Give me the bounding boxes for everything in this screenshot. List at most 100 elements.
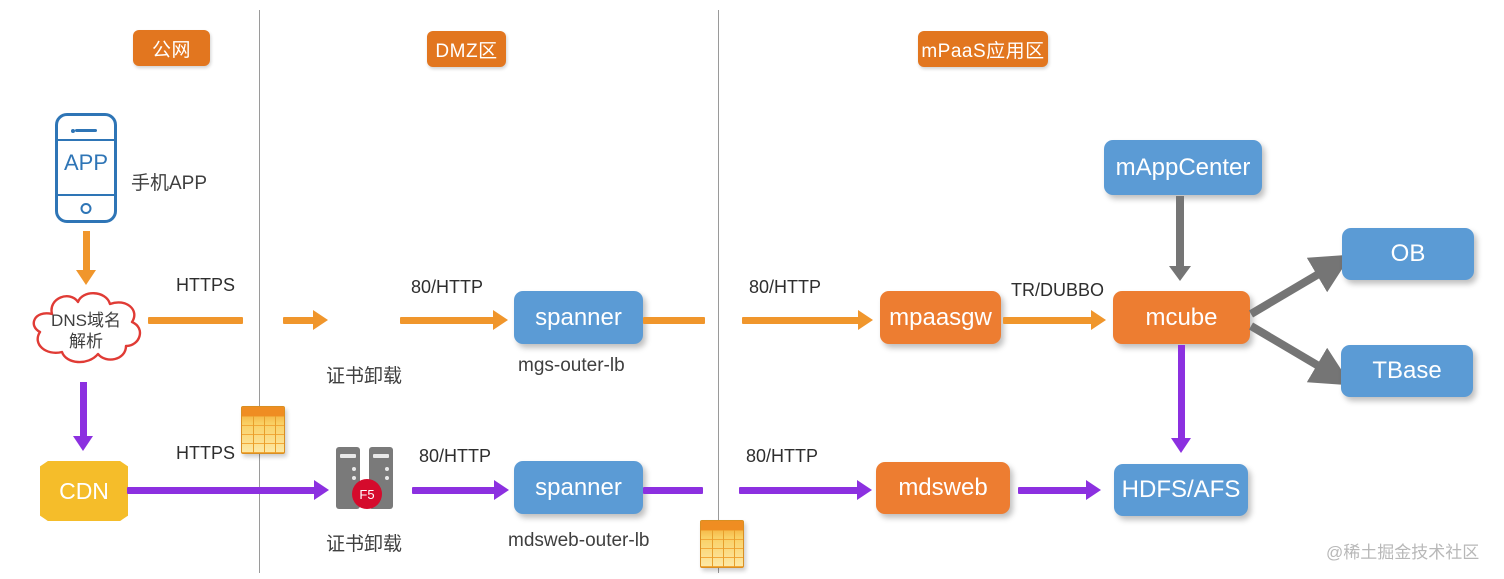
arrow-mcube-to-ob <box>1248 254 1352 318</box>
arrow-mpaasgw-to-mcube <box>1003 317 1093 324</box>
arrow-mpaasgw-to-mcube-head <box>1091 310 1106 330</box>
firewall-icon-top-dmz <box>700 520 744 568</box>
f5-caption-top: 证书卸载 <box>326 366 403 387</box>
spanner-node-top-label: spanner <box>535 303 622 331</box>
spanner-node-bottom-label: spanner <box>535 473 622 501</box>
tbase-node-label: TBase <box>1372 357 1442 384</box>
arrow-mcube-to-hdfs-head <box>1171 438 1191 453</box>
phone-caption: 手机APP <box>131 173 208 194</box>
zone-divider-dmz-mpaas <box>718 10 719 573</box>
zone-badge-public-net: 公网 <box>133 30 210 66</box>
arrow-spanner-to-firewall-top <box>643 317 705 324</box>
zone-badge-mpaas-app: mPaaS应用区 <box>918 31 1048 67</box>
arrow-mdsweb-to-hdfs-head <box>1086 480 1101 500</box>
arrow-mcube-to-hdfs <box>1178 345 1185 440</box>
spanner-caption-bottom: mdsweb-outer-lb <box>508 530 650 551</box>
arrow-dns-to-cdn <box>80 382 87 438</box>
mcube-node-label: mcube <box>1145 303 1218 331</box>
tbase-node: TBase <box>1341 345 1473 397</box>
server-led <box>385 476 389 480</box>
firewall-brick-line <box>264 416 265 453</box>
zone-badge-public-net-label: 公网 <box>151 39 191 61</box>
arrow-spanner-to-firewall-bottom <box>643 487 703 494</box>
firewall-brick-line <box>712 530 713 567</box>
arrow-firewall-to-mpaasgw <box>742 317 860 324</box>
edge-label-tr-dubbo: TR/DUBBO <box>1011 280 1105 300</box>
arrow-firewall-to-f5-top <box>283 317 315 324</box>
arrow-cdn-to-f5-bottom <box>127 487 317 494</box>
f5-badge-icon: F5 <box>352 479 382 509</box>
firewall-brick-line <box>723 530 724 567</box>
firewall-brick-line <box>734 530 735 567</box>
edge-label-80http-spanner-gw-top: 80/HTTP <box>749 277 822 297</box>
mcube-node: mcube <box>1113 291 1250 344</box>
f5-caption-bottom: 证书卸载 <box>326 534 403 555</box>
arrow-firewall-to-f5-top-head <box>313 310 328 330</box>
ob-node-label: OB <box>1390 240 1426 267</box>
arrow-mappcenter-to-mcube <box>1176 196 1184 268</box>
edge-label-80http-f5-spanner-bottom: 80/HTTP <box>419 446 492 466</box>
phone-home-button-icon <box>80 203 92 214</box>
edge-label-80http-f5-spanner-top: 80/HTTP <box>411 277 484 297</box>
mobile-phone-icon: APP <box>55 113 117 223</box>
arrow-mcube-to-tbase <box>1248 322 1352 386</box>
arrow-phone-to-dns-head <box>76 270 96 285</box>
server-led <box>352 476 356 480</box>
arrow-mdsweb-to-hdfs <box>1018 487 1088 494</box>
zone-badge-dmz-label: DMZ区 <box>435 40 498 62</box>
dns-cloud-label: DNS域名 解析 <box>22 310 150 352</box>
zone-badge-dmz: DMZ区 <box>427 31 506 67</box>
hdfs-afs-node: HDFS/AFS <box>1114 464 1248 516</box>
zone-divider-public-dmz <box>259 10 260 573</box>
dns-cloud-shape <box>32 292 142 364</box>
spanner-node-bottom: spanner <box>514 461 643 514</box>
arrow-f5-to-spanner-top-head <box>493 310 508 330</box>
dns-cloud-label-line1: DNS域名 <box>51 311 121 330</box>
firewall-brick-line <box>253 416 254 453</box>
edge-label-https-top: HTTPS <box>176 275 236 295</box>
mpaasgw-node-label: mpaasgw <box>889 303 992 331</box>
server-led <box>385 467 389 471</box>
arrow-f5-to-spanner-top <box>400 317 495 324</box>
watermark: @稀土掘金技术社区 <box>1326 543 1480 562</box>
arrow-f5-to-spanner-bottom <box>412 487 497 494</box>
spanner-caption-top: mgs-outer-lb <box>518 355 625 376</box>
mdsweb-node-label: mdsweb <box>898 474 988 501</box>
cdn-node-label: CDN <box>59 477 109 504</box>
phone-speaker-line-icon <box>75 129 97 132</box>
mappcenter-node: mAppCenter <box>1104 140 1262 195</box>
arrow-f5-to-spanner-bottom-head <box>494 480 509 500</box>
server-slot <box>373 454 389 458</box>
firewall-brick-line <box>275 416 276 453</box>
cdn-node: CDN <box>40 461 128 521</box>
arrow-mappcenter-to-mcube-head <box>1169 266 1191 281</box>
spanner-node-top: spanner <box>514 291 643 344</box>
firewall-cap <box>701 521 743 530</box>
server-led <box>352 467 356 471</box>
phone-screen-label: APP <box>63 150 109 175</box>
firewall-cap <box>242 407 284 416</box>
phone-top-rule <box>58 139 114 141</box>
arrow-firewall-to-mpaasgw-head <box>858 310 873 330</box>
arrow-phone-to-dns <box>83 231 90 272</box>
mdsweb-node: mdsweb <box>876 462 1010 514</box>
edge-label-https-bottom: HTTPS <box>176 443 236 463</box>
mcube-db-arrows <box>1248 254 1352 386</box>
server-slot <box>340 454 356 458</box>
zone-badge-mpaas-app-label: mPaaS应用区 <box>921 40 1045 62</box>
arrow-firewall-to-mdsweb-head <box>857 480 872 500</box>
phone-speaker-dot-icon <box>71 129 75 133</box>
arrow-firewall-to-mdsweb <box>739 487 859 494</box>
hdfs-afs-node-label: HDFS/AFS <box>1121 476 1241 503</box>
mappcenter-node-label: mAppCenter <box>1115 153 1251 181</box>
arrow-cdn-to-f5-bottom-head <box>314 480 329 500</box>
arrow-dns-to-firewall-top <box>148 317 243 324</box>
mpaasgw-node: mpaasgw <box>880 291 1001 344</box>
arrow-dns-to-cdn-head <box>73 436 93 451</box>
edge-label-80http-spanner-mdsweb-bottom: 80/HTTP <box>746 446 819 466</box>
dns-cloud-label-line2: 解析 <box>69 332 103 351</box>
phone-bottom-rule <box>58 194 114 196</box>
dns-cloud: DNS域名 解析 <box>22 288 150 368</box>
f5-server-icon-top: F5 <box>336 447 398 513</box>
